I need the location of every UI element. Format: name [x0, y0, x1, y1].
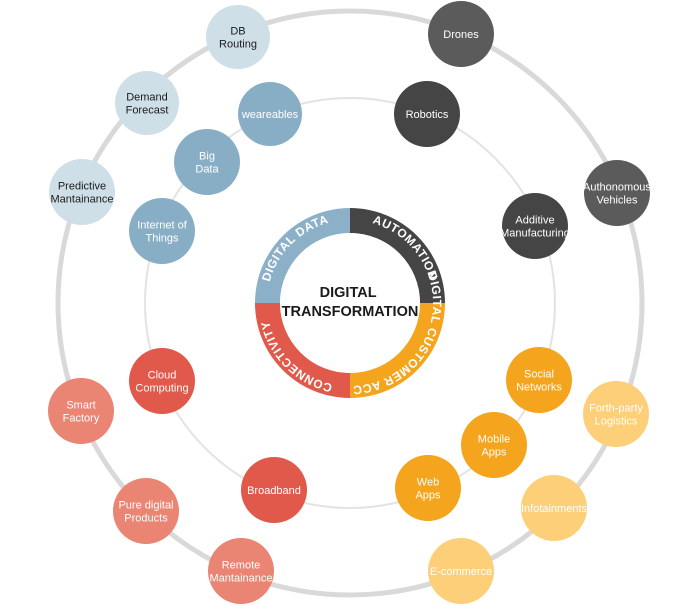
node-circle — [428, 538, 494, 604]
outer-ring — [55, 8, 645, 598]
node-weareables: weareables — [238, 82, 302, 146]
node-label: Robotics — [406, 109, 449, 121]
center-disc — [280, 233, 420, 373]
segment-digital-data — [255, 208, 350, 303]
node-label: Infotainments — [521, 503, 588, 515]
center-title: DIGITAL TRANSFORMATION — [282, 285, 419, 320]
node-circle — [238, 82, 302, 146]
node-circle — [113, 478, 179, 544]
node-circle — [502, 193, 568, 259]
segment-connectivity — [255, 303, 350, 398]
node-circle — [241, 457, 307, 523]
node-circle — [174, 129, 240, 195]
node-circle — [395, 455, 461, 521]
node-circle — [49, 159, 115, 225]
node-label: E-commerce — [430, 566, 492, 578]
node-circle — [115, 71, 179, 135]
segment-automation — [350, 208, 445, 303]
node-circle — [208, 538, 274, 604]
node-robotics: Robotics — [394, 81, 460, 147]
node-circle — [394, 81, 460, 147]
node-broadband: Broadband — [241, 457, 307, 523]
node-circle — [129, 198, 195, 264]
node-circle — [461, 412, 527, 478]
node-e-commerce: E-commerce — [428, 538, 494, 604]
node-circle — [506, 347, 572, 413]
node-label: Drones — [443, 29, 479, 41]
node-label: weareables — [241, 109, 299, 121]
node-circle — [129, 348, 195, 414]
node-label: Broadband — [247, 485, 301, 497]
node-circle — [583, 381, 649, 447]
node-circle — [428, 1, 494, 67]
node-circle — [48, 378, 114, 444]
node-circle — [584, 160, 650, 226]
node-infotainments: Infotainments — [521, 475, 588, 541]
node-circle — [521, 475, 587, 541]
segment-digital-customer-access — [350, 303, 445, 398]
node-circle — [206, 5, 270, 69]
node-drones: Drones — [428, 1, 494, 67]
inner-ring — [144, 97, 556, 509]
